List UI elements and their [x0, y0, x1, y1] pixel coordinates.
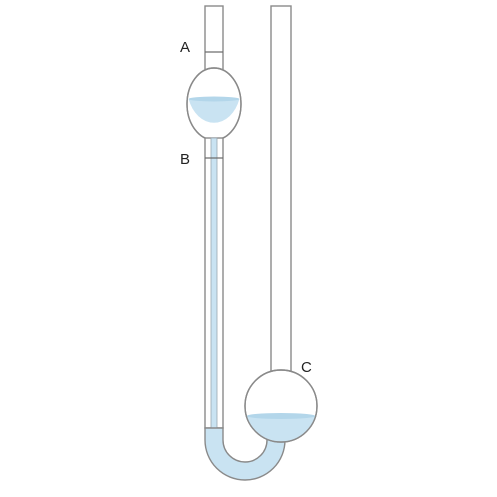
lower-bulb-outline: [244, 369, 318, 443]
label-a: A: [180, 39, 190, 56]
right-tube: [270, 5, 292, 373]
upper-bulb-surface: [188, 96, 240, 102]
lower-bulb-surface: [246, 413, 316, 419]
left-tube-top: [204, 5, 224, 75]
lower-bulb-liquid: [246, 416, 316, 442]
label-c: C: [301, 359, 312, 376]
upper-bulb-liquid: [188, 99, 240, 123]
capillary: [210, 137, 218, 429]
label-b: B: [180, 151, 190, 168]
